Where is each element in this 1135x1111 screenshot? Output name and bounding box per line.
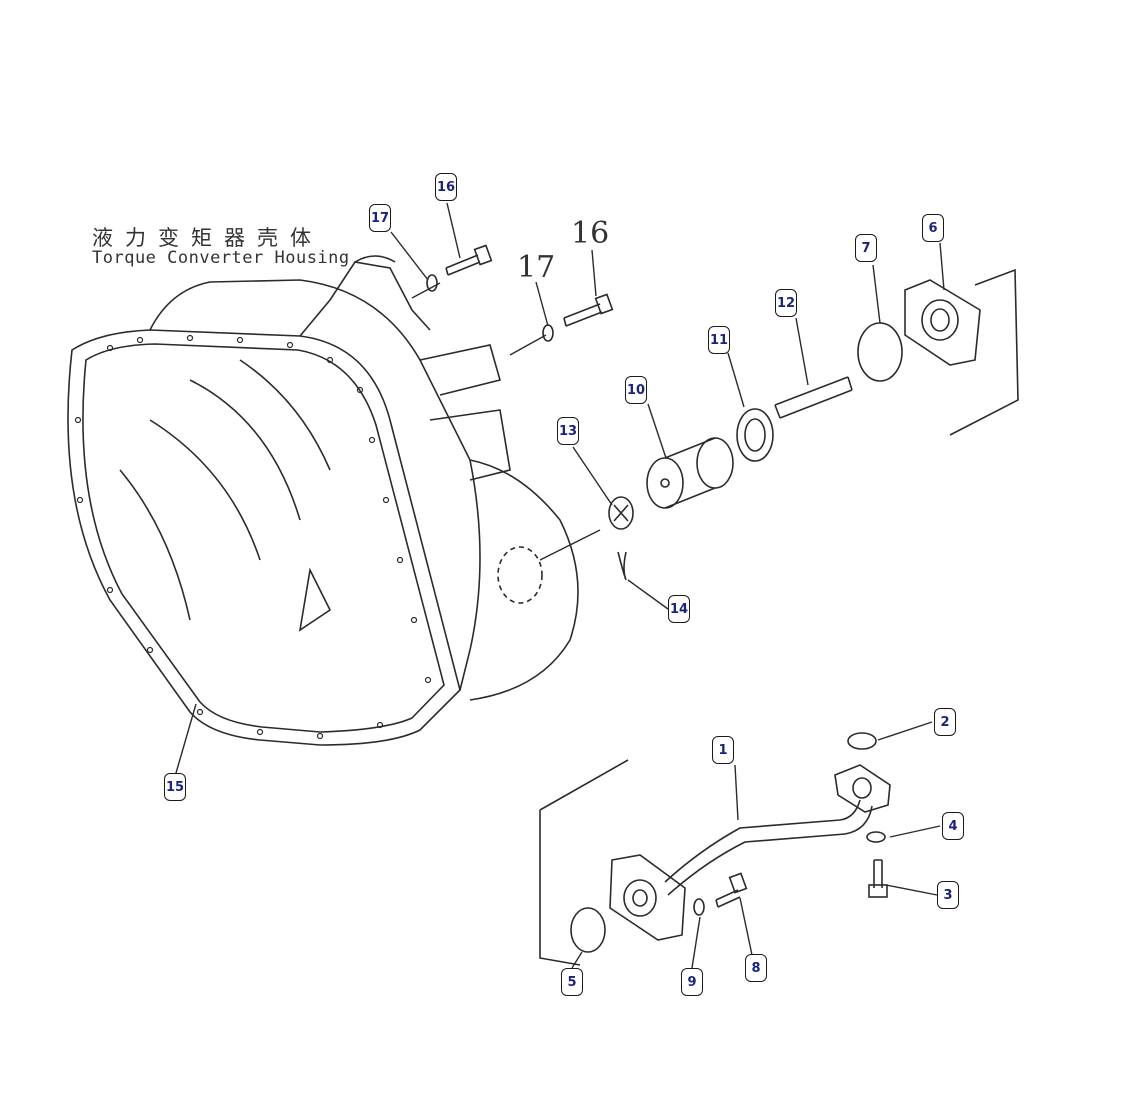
callout-17[interactable]: 17 <box>369 204 391 232</box>
bolt-3 <box>868 859 888 898</box>
filter-10 <box>646 437 734 509</box>
callout-1[interactable]: 1 <box>712 736 734 764</box>
cover-6 <box>904 268 1019 436</box>
stud-12 <box>774 376 853 419</box>
pin-14 <box>617 551 627 581</box>
callout-2[interactable]: 2 <box>934 708 956 736</box>
bolt-16-lower <box>563 293 614 327</box>
o-ring-7 <box>857 322 903 382</box>
callout-15[interactable]: 15 <box>164 773 186 801</box>
washer-17-lower <box>542 324 554 342</box>
washer-9 <box>693 898 705 916</box>
callout-9[interactable]: 9 <box>681 968 703 996</box>
callout-5[interactable]: 5 <box>561 968 583 996</box>
leader-lines <box>175 202 945 969</box>
bolt-16-upper <box>445 244 493 276</box>
callout-10[interactable]: 10 <box>625 376 647 404</box>
callout-6[interactable]: 6 <box>922 214 944 242</box>
callout-4[interactable]: 4 <box>942 812 964 840</box>
o-ring-5 <box>570 907 606 953</box>
title-chinese: 液力变矩器壳体 <box>92 226 323 250</box>
callout-14[interactable]: 14 <box>668 595 690 623</box>
title-english: Torque Converter Housing <box>92 248 350 268</box>
part-label-17-printed: 17 <box>517 250 556 285</box>
callout-3[interactable]: 3 <box>937 881 959 909</box>
callout-16[interactable]: 16 <box>435 173 457 201</box>
callout-8[interactable]: 8 <box>745 954 767 982</box>
washer-17-upper <box>426 274 438 292</box>
torque-converter-housing <box>67 255 579 746</box>
part-label-16-printed: 16 <box>571 216 610 251</box>
callout-12[interactable]: 12 <box>775 289 797 317</box>
bolt-8 <box>715 872 748 908</box>
callout-13[interactable]: 13 <box>557 417 579 445</box>
callout-11[interactable]: 11 <box>708 326 730 354</box>
callout-7[interactable]: 7 <box>855 234 877 262</box>
o-ring-2 <box>847 732 877 750</box>
washer-4 <box>866 831 886 843</box>
pipe-1 <box>539 759 891 966</box>
seal-11 <box>736 408 774 462</box>
screen-13 <box>608 496 634 530</box>
